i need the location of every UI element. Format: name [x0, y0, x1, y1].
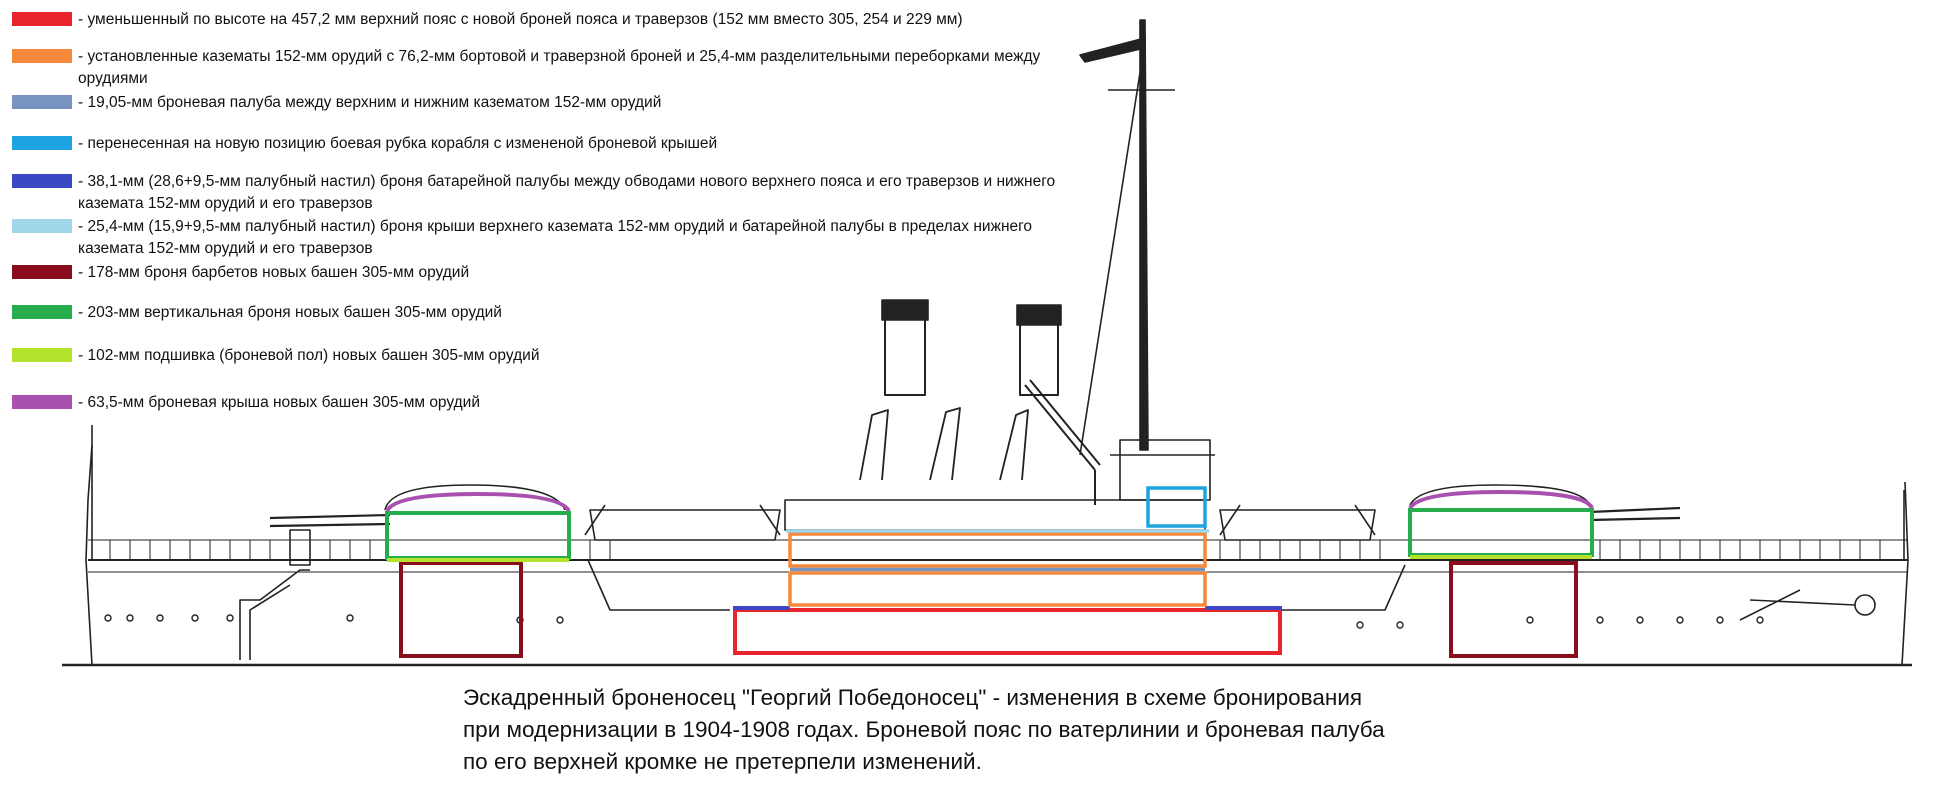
boat-aft — [589, 509, 781, 541]
legend-item-upper-belt: - уменьшенный по высоте на 457,2 мм верх… — [12, 9, 1078, 31]
caption-line: Эскадренный броненосец "Георгий Победоно… — [463, 685, 1363, 710]
fore-turret-guns — [1589, 506, 1681, 522]
legend-item-barbettes: - 178-мм броня барбетов новых башен 305-… — [12, 262, 1078, 284]
legend-label: - 63,5-мм броневая крыша новых башен 305… — [78, 394, 480, 411]
legend-label: - уменьшенный по высоте на 457,2 мм верх… — [78, 11, 963, 28]
legend-item-casemate-roof: - 25,4-мм (15,9+9,5-мм палубный настил) … — [12, 216, 1078, 260]
hull-stern — [1901, 481, 1909, 666]
legend-swatch — [12, 95, 72, 109]
legend-label: - 25,4-мм (15,9+9,5-мм палубный настил) … — [78, 218, 1033, 257]
mast-stay — [1079, 59, 1143, 456]
stern-fitting — [289, 529, 311, 566]
mast-flag — [1079, 37, 1146, 63]
fore-barbette-marker — [1449, 561, 1578, 658]
upper-casemate-marker — [788, 532, 1207, 568]
legend-item-conning-tower: - перенесенная на новую позицию боевая р… — [12, 133, 1078, 155]
caption-line: по его верхней кромке не претерпели изме… — [463, 749, 982, 774]
anchor-chain — [1739, 589, 1856, 621]
boat-davits — [584, 504, 1376, 536]
legend-swatch — [12, 265, 72, 279]
legend-label: - 19,05-мм броневая палуба между верхним… — [78, 94, 662, 111]
legend-swatch — [12, 174, 72, 188]
aft-turret-guns — [269, 513, 391, 528]
legend-swatch — [12, 49, 72, 63]
legend-item-battery-deck: - 38,1-мм (28,6+9,5-мм палубный настил) … — [12, 171, 1078, 215]
lower-casemate-marker — [788, 571, 1207, 607]
hull-side-aft — [587, 559, 730, 611]
fore-turret-dome — [1409, 484, 1591, 506]
legend-item-turret-roof: - 63,5-мм броневая крыша новых башен 305… — [12, 392, 1078, 414]
legend-swatch — [12, 305, 72, 319]
legend-swatch — [12, 348, 72, 362]
legend-label: - 38,1-мм (28,6+9,5-мм палубный настил) … — [78, 173, 1056, 212]
bridge — [1119, 439, 1211, 501]
portholes — [104, 614, 1764, 629]
legend-label: - 178-мм броня барбетов новых башен 305-… — [78, 264, 470, 281]
caption-line: при модернизации в 1904-1908 годах. Брон… — [463, 717, 1385, 742]
hull-bow — [85, 444, 93, 666]
upper-belt-marker — [733, 608, 1282, 655]
anchor-hawse — [1854, 594, 1876, 616]
caption: Эскадренный броненосец "Георгий Победоно… — [463, 682, 1563, 778]
legend-item-casemate-deck: - 19,05-мм броневая палуба между верхним… — [12, 92, 1078, 114]
legend-swatch — [12, 219, 72, 233]
rail-stanchions — [109, 540, 1881, 560]
boat-fore — [1219, 509, 1376, 541]
superstructure — [784, 499, 1206, 531]
legend-label: - перенесенная на новую позицию боевая р… — [78, 135, 718, 152]
legend-swatch — [12, 136, 72, 150]
legend-item-turret-vertical: - 203-мм вертикальная броня новых башен … — [12, 302, 1078, 324]
legend-label: - 203-мм вертикальная броня новых башен … — [78, 304, 502, 321]
legend-label: - установленные казематы 152-мм орудий с… — [78, 48, 1041, 87]
aft-turret-dome — [384, 484, 566, 511]
funnel-fore-cap — [881, 299, 929, 321]
boat-crane — [1024, 379, 1101, 505]
legend-swatch — [12, 12, 72, 26]
fore-turret-vertical-marker — [1408, 508, 1594, 557]
stern-ladder — [239, 569, 310, 660]
aft-barbette-marker — [399, 561, 523, 658]
ventilators — [859, 407, 1029, 481]
fore-turret-roof-marker — [1408, 489, 1594, 510]
conning-tower-marker — [1146, 486, 1207, 528]
aft-turret-roof-marker — [385, 491, 571, 513]
funnel-aft-cap — [1016, 304, 1062, 326]
main-mast — [1139, 19, 1149, 451]
legend-item-casemates: - установленные казематы 152-мм орудий с… — [12, 46, 1078, 90]
legend-item-turret-floor: - 102-мм подшивка (броневой пол) новых б… — [12, 345, 1078, 367]
aft-turret-vertical-marker — [385, 511, 571, 560]
legend-swatch — [12, 395, 72, 409]
legend-label: - 102-мм подшивка (броневой пол) новых б… — [78, 347, 540, 364]
